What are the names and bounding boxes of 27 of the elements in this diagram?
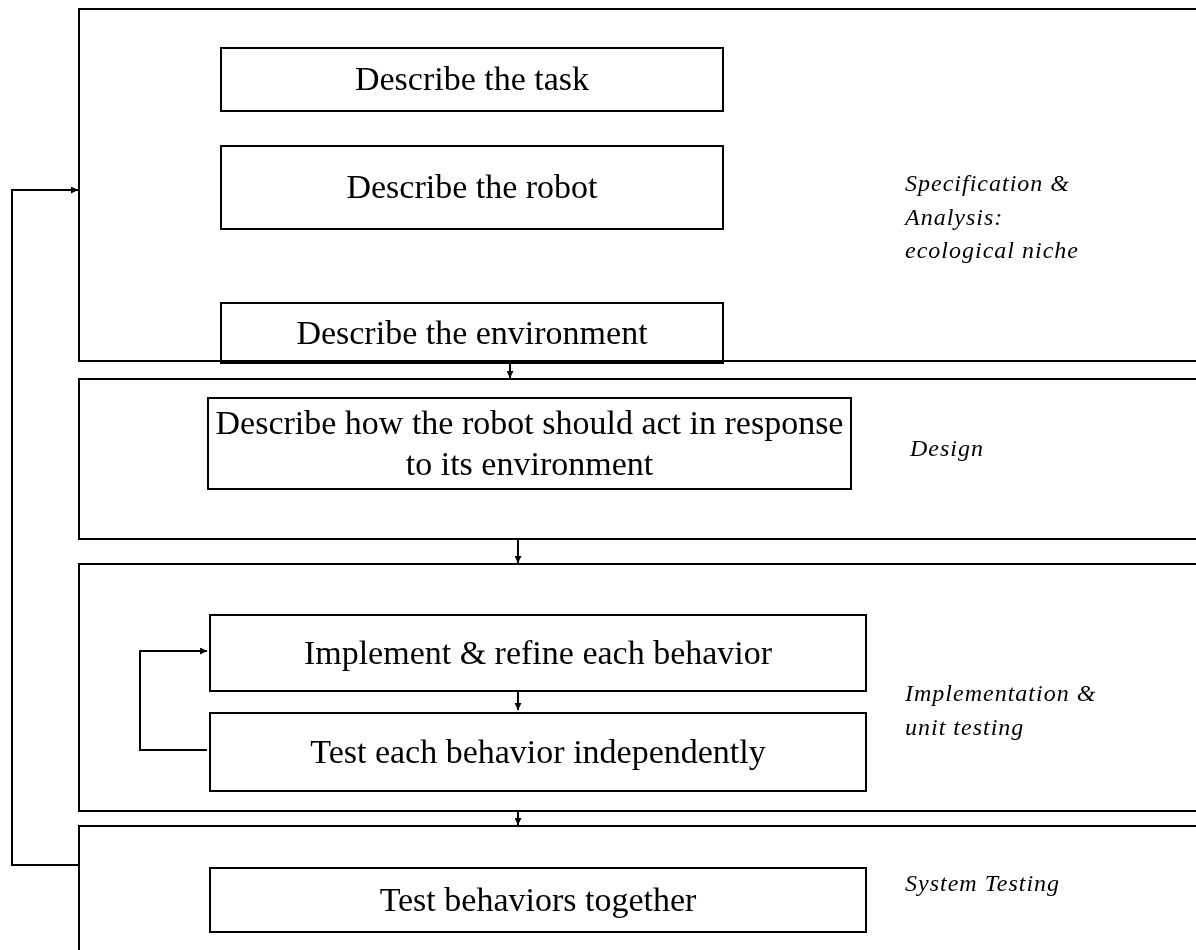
step-text: Describe the environment: [296, 312, 648, 353]
process-box: [220, 302, 724, 364]
step-text: Describe the task: [354, 59, 590, 100]
arrow: [514, 811, 522, 826]
process-box: [209, 712, 867, 792]
phase-band: [78, 825, 1196, 950]
arrow: [514, 689, 522, 711]
phase-band: [78, 563, 1196, 812]
step-text: Implement & refine each behavior: [303, 632, 773, 673]
process-box: [220, 47, 724, 112]
step-text: Test each behavior independently: [310, 731, 766, 772]
step-text: Describe how the robot should act in response to its environment: [214, 402, 845, 484]
phase-label: Implementation & unit testing: [905, 679, 1098, 742]
phase-label: Specification & Analysis: ecological niche: [905, 169, 1080, 266]
process-box: [220, 145, 724, 230]
process-box: [209, 614, 867, 692]
arrow: [514, 539, 522, 564]
phase-label: Design: [910, 434, 985, 463]
arrow: [11, 186, 79, 866]
step-text: Test behaviors together: [379, 879, 697, 920]
phase-band: [78, 378, 1196, 540]
arrow: [139, 647, 208, 751]
arrow: [506, 361, 514, 379]
phase-band: [78, 8, 1196, 362]
step-text: Describe the robot: [346, 167, 598, 208]
phase-label: System Testing: [905, 869, 1062, 898]
process-box: [209, 867, 867, 933]
